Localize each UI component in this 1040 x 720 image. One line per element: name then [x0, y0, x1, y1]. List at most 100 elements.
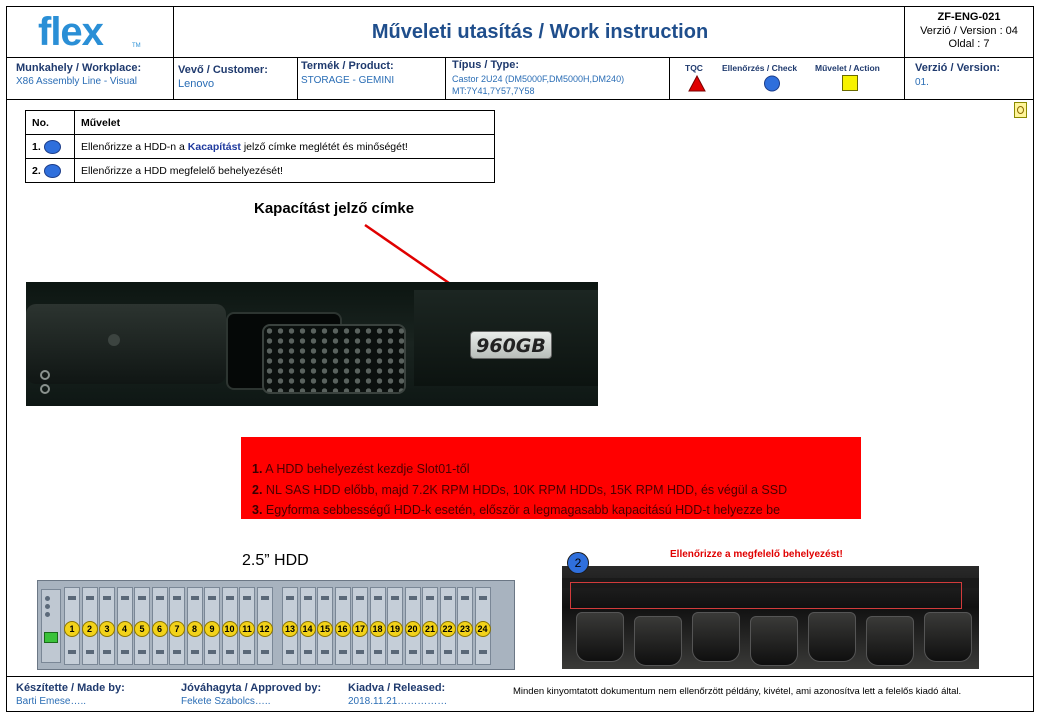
note-icon[interactable]: [1014, 102, 1027, 118]
slot-latch: [243, 650, 251, 654]
slot-latch: [373, 650, 382, 654]
note-text: Egyforma sebbességű HDD-k esetén, előszö…: [262, 503, 781, 517]
slot-latch: [208, 650, 216, 654]
slot-latch: [478, 650, 487, 654]
action-square-icon: [842, 75, 858, 91]
hdd-slot: 16: [334, 587, 351, 665]
chassis-edge: [562, 578, 979, 588]
product-label: Termék / Product:: [301, 60, 394, 72]
tray-screw: [108, 334, 120, 346]
type-value-models: Castor 2U24 (DM5000F,DM5000H,DM240): [452, 74, 625, 84]
page-frame: [6, 6, 1034, 712]
slot-latch: [391, 650, 399, 654]
document-id: ZF-ENG-021: [937, 11, 1001, 23]
capacity-sticker: 960GB: [470, 331, 552, 359]
slot-number: 16: [334, 621, 351, 637]
slot-latch: [260, 596, 269, 600]
hdd-slot: 24: [474, 587, 491, 665]
slot-latch: [478, 596, 487, 600]
step-badge: 2: [567, 552, 589, 574]
slot-latch: [225, 650, 234, 654]
legend-action-label: Művelet / Action: [815, 63, 880, 73]
slot-latch: [408, 650, 417, 654]
slot-latch: [321, 650, 329, 654]
logo-trademark: TM: [132, 43, 141, 49]
table-row: 2. Ellenőrizze a HDD megfelelő behelyezé…: [25, 158, 495, 183]
product-value: STORAGE - GEMINI: [301, 75, 395, 86]
type-label: Típus / Type:: [452, 59, 520, 71]
slot-number: 19: [387, 621, 403, 637]
type-value-mt: MT:7Y41,7Y57,7Y58: [452, 86, 535, 96]
hdd-slot: 9: [204, 587, 220, 665]
led-icon: [40, 370, 50, 380]
slot-number: 14: [299, 621, 316, 637]
info-sep-3: [669, 57, 670, 99]
slot-latch: [426, 596, 434, 600]
note-text: NL SAS HDD előbb, majd 7.2K RPM HDDs, 10…: [262, 483, 788, 497]
hdd-slot: 1: [64, 587, 80, 665]
slot-latch: [461, 650, 469, 654]
hdd-slot: 2: [81, 587, 98, 665]
slot-latch: [286, 596, 294, 600]
slot-latch: [208, 596, 216, 600]
note-number: 3.: [252, 503, 263, 517]
legend-check-label: Ellenőrzés / Check: [722, 63, 798, 73]
hdd-slot: 17: [352, 587, 368, 665]
highlight-rectangle: [570, 582, 962, 609]
slot-latch: [443, 596, 452, 600]
customer-value: Lenovo: [178, 78, 215, 90]
hdd-slot: 15: [317, 587, 333, 665]
power-led-icon: [44, 632, 58, 643]
slot-latch: [443, 650, 452, 654]
chassis-title: 2.5” HDD: [242, 552, 309, 569]
info-sep-2: [445, 57, 446, 99]
slot-number: 10: [221, 621, 238, 637]
row-number-cell: 1.: [25, 134, 75, 159]
slot-latch: [103, 596, 111, 600]
check-circle-icon: [43, 163, 61, 178]
slot-latch: [190, 650, 199, 654]
hdd-slot: 12: [256, 587, 273, 665]
drive-tray-tab: [924, 612, 972, 662]
tray-vent-grid: [262, 324, 406, 394]
slot-number: 20: [404, 621, 421, 637]
slot-latch: [373, 596, 382, 600]
approved-by-value: Fekete Szabolcs…..: [181, 696, 271, 707]
slot-number: 12: [256, 621, 273, 637]
slot-latch: [286, 650, 294, 654]
note-line-2: 2. NL SAS HDD előbb, majd 7.2K RPM HDDs,…: [252, 483, 787, 497]
hdd-slot: 5: [134, 587, 150, 665]
header-divider: [6, 57, 1034, 58]
slot-number: 15: [317, 621, 333, 637]
workplace-value: X86 Assembly Line - Visual: [16, 76, 137, 87]
slot-number: 23: [457, 621, 473, 637]
drive-tray-tab: [692, 612, 740, 662]
operation-highlight: Kacapítást: [187, 140, 241, 153]
slot-number: 13: [282, 621, 298, 637]
slot-number: 22: [439, 621, 456, 637]
released-label: Kiadva / Released:: [348, 682, 446, 694]
check-circle-icon: [764, 75, 780, 92]
customer-label: Vevő / Customer:: [178, 64, 268, 76]
slot-number: 2: [81, 621, 98, 637]
operation-text: Ellenőrizze a HDD megfelelő behelyezését…: [74, 158, 495, 183]
drive-tray-tab: [750, 616, 798, 666]
slot-latch: [303, 650, 312, 654]
table-row: 1. Ellenőrizze a HDD-n a Kacapítást jelz…: [25, 134, 495, 159]
operation-text-pre: Ellenőrizze a HDD-n a: [81, 140, 188, 153]
made-by-value: Barti Emese…..: [16, 696, 87, 707]
info-sep-1: [297, 57, 298, 99]
hdd-slot: 23: [457, 587, 473, 665]
hdd-slot: 11: [239, 587, 255, 665]
slot-latch: [120, 596, 129, 600]
slot-latch: [85, 596, 94, 600]
check-circle-icon: [43, 139, 61, 154]
slot-latch: [260, 650, 269, 654]
row-number: 1.: [32, 140, 41, 153]
slot-latch: [225, 596, 234, 600]
hdd-slot: 14: [299, 587, 316, 665]
led-icon: [45, 604, 50, 609]
slot-latch: [155, 596, 164, 600]
slot-latch: [303, 596, 312, 600]
